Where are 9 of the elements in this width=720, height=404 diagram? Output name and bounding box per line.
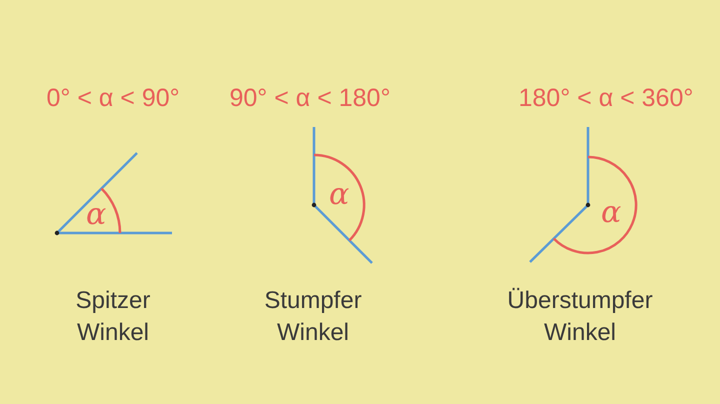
angle-symbol: α	[329, 180, 350, 210]
angle-range-formula: 90° < α < 180°	[230, 84, 390, 113]
angle-range-formula: 180° < α < 360°	[518, 84, 694, 113]
angle-symbol: α	[86, 200, 106, 230]
angle-range-formula: 0° < α < 90°	[46, 84, 180, 113]
angle-symbol: α	[601, 198, 622, 228]
angle-type-name: Spitzer Winkel	[74, 286, 152, 348]
angle-type-name: Überstumpfer Winkel	[506, 286, 654, 348]
angle-type-name: Stumpfer Winkel	[263, 286, 363, 348]
